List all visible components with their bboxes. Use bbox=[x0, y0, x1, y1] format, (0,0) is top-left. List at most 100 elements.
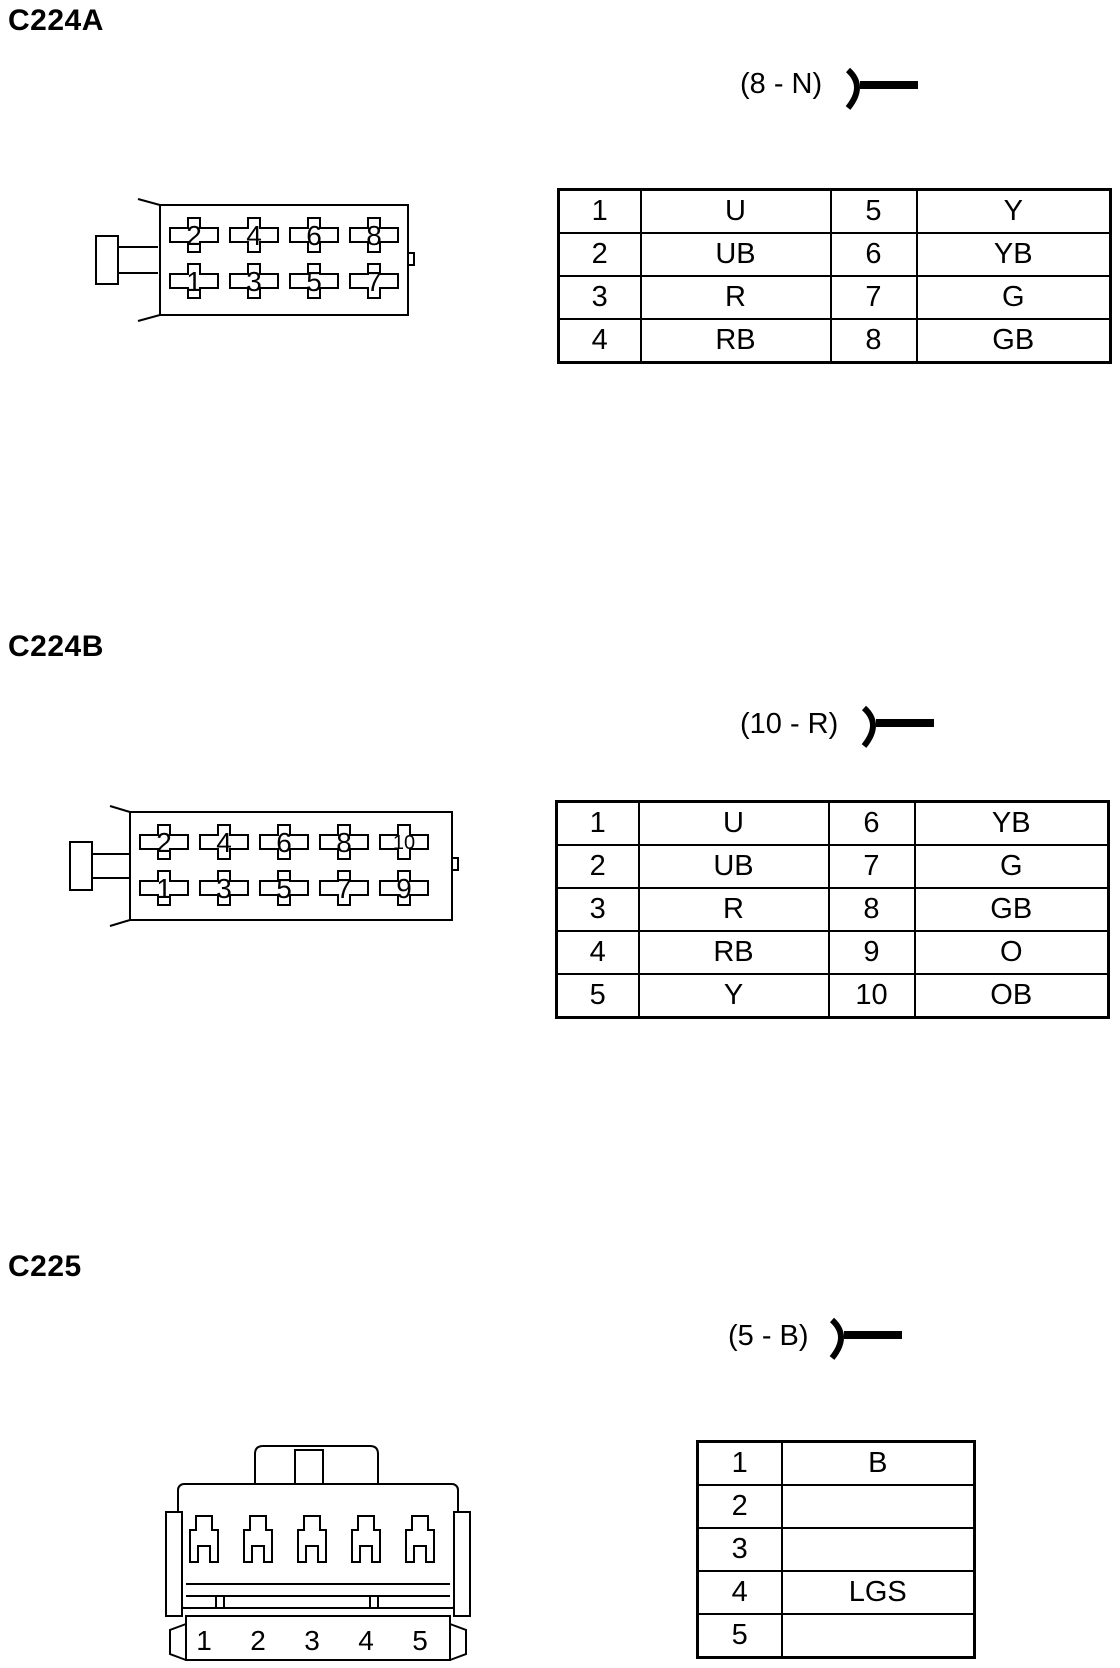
pin-terminal bbox=[259, 824, 309, 860]
pin-label: 8 bbox=[336, 827, 352, 858]
pin-label: 1 bbox=[186, 266, 202, 297]
pin-number: 4 bbox=[696, 1570, 783, 1615]
connector-face-c225: 1 2 3 4 5 bbox=[165, 1445, 471, 1661]
pin-number: 4 bbox=[557, 318, 642, 364]
pin-label: 7 bbox=[336, 873, 352, 904]
pin-terminal bbox=[259, 870, 309, 906]
pin-terminal bbox=[169, 217, 219, 253]
pin-label: 10 bbox=[393, 832, 415, 854]
pin-label: 4 bbox=[246, 220, 262, 251]
pin-number: 5 bbox=[696, 1613, 783, 1659]
connector-title-c224a: C224A bbox=[8, 4, 104, 37]
wire-color: YB bbox=[913, 800, 1110, 846]
connector-latch bbox=[95, 235, 119, 285]
pin-terminal bbox=[229, 217, 279, 253]
pin-label: 2 bbox=[186, 220, 202, 251]
pin-number: 8 bbox=[827, 887, 916, 932]
pin-number: 3 bbox=[696, 1527, 783, 1572]
pin-number: 1 bbox=[557, 188, 642, 234]
pin-terminal bbox=[319, 824, 369, 860]
pin-terminal bbox=[349, 263, 399, 299]
pin-terminal bbox=[139, 870, 189, 906]
wire-color: B bbox=[780, 1440, 976, 1486]
table-row: 5 bbox=[696, 1613, 976, 1659]
pin-number: 1 bbox=[696, 1440, 783, 1486]
pin-number: 3 bbox=[555, 887, 640, 932]
wire-color: R bbox=[637, 887, 830, 932]
connector-code-c224b: (10 - R) bbox=[740, 708, 839, 740]
wire-color: Y bbox=[637, 973, 830, 1019]
pin-label: 1 bbox=[156, 873, 172, 904]
pin-terminal bbox=[297, 1515, 327, 1563]
pin-number: 2 bbox=[696, 1484, 783, 1529]
pin-number: 3 bbox=[557, 275, 642, 320]
pin-label: 5 bbox=[412, 1625, 428, 1656]
pin-number: 6 bbox=[827, 800, 916, 846]
wire-color: UB bbox=[637, 844, 830, 889]
pin-label: 3 bbox=[304, 1625, 320, 1656]
pin-terminal bbox=[169, 263, 219, 299]
pin-terminal bbox=[189, 1515, 219, 1563]
pin-label: 7 bbox=[366, 266, 382, 297]
pin-label: 4 bbox=[216, 827, 232, 858]
hook-icon bbox=[829, 1317, 902, 1360]
wire-color: YB bbox=[915, 232, 1112, 277]
pin-label: 3 bbox=[246, 266, 262, 297]
pin-terminal bbox=[199, 870, 249, 906]
wire-color: G bbox=[915, 275, 1112, 320]
pin-label: 6 bbox=[306, 220, 322, 251]
pin-number: 7 bbox=[827, 844, 916, 889]
pin-number: 1 bbox=[555, 800, 640, 846]
pin-label: 3 bbox=[216, 873, 232, 904]
wire-color: LGS bbox=[780, 1570, 976, 1615]
pin-label: 6 bbox=[276, 827, 292, 858]
pin-number: 5 bbox=[555, 973, 640, 1019]
pin-label: 2 bbox=[156, 827, 172, 858]
pin-number: 6 bbox=[829, 232, 918, 277]
pin-number: 10 bbox=[827, 973, 916, 1019]
pin-number: 8 bbox=[829, 318, 918, 364]
pin-terminal bbox=[243, 1515, 273, 1563]
hook-icon bbox=[861, 705, 934, 748]
wire-color: Y bbox=[915, 188, 1112, 234]
wire-color: U bbox=[637, 800, 830, 846]
wire-color bbox=[780, 1613, 976, 1659]
connector-title-c225: C225 bbox=[8, 1250, 82, 1283]
pin-number: 5 bbox=[829, 188, 918, 234]
wire-color bbox=[780, 1527, 976, 1572]
pin-label: 4 bbox=[358, 1625, 374, 1656]
wire-color: GB bbox=[913, 887, 1110, 932]
pin-number: 7 bbox=[829, 275, 918, 320]
pin-label: 2 bbox=[250, 1625, 266, 1656]
connector-code-c224a: (8 - N) bbox=[740, 68, 823, 100]
connector-latch bbox=[69, 841, 93, 891]
pin-terminal bbox=[319, 870, 369, 906]
pin-terminal bbox=[351, 1515, 381, 1563]
wire-color: U bbox=[639, 188, 832, 234]
pin-terminal bbox=[405, 1515, 435, 1563]
pin-number: 9 bbox=[827, 930, 916, 975]
wire-color: OB bbox=[913, 973, 1110, 1019]
pin-label: 5 bbox=[306, 266, 322, 297]
pin-terminal bbox=[289, 217, 339, 253]
pin-label: 9 bbox=[396, 873, 412, 904]
pin-label: 1 bbox=[196, 1625, 212, 1656]
pin-terminal bbox=[379, 824, 429, 860]
pin-number: 2 bbox=[555, 844, 640, 889]
hook-icon bbox=[845, 67, 918, 110]
connector-code-c225: (5 - B) bbox=[728, 1320, 809, 1352]
